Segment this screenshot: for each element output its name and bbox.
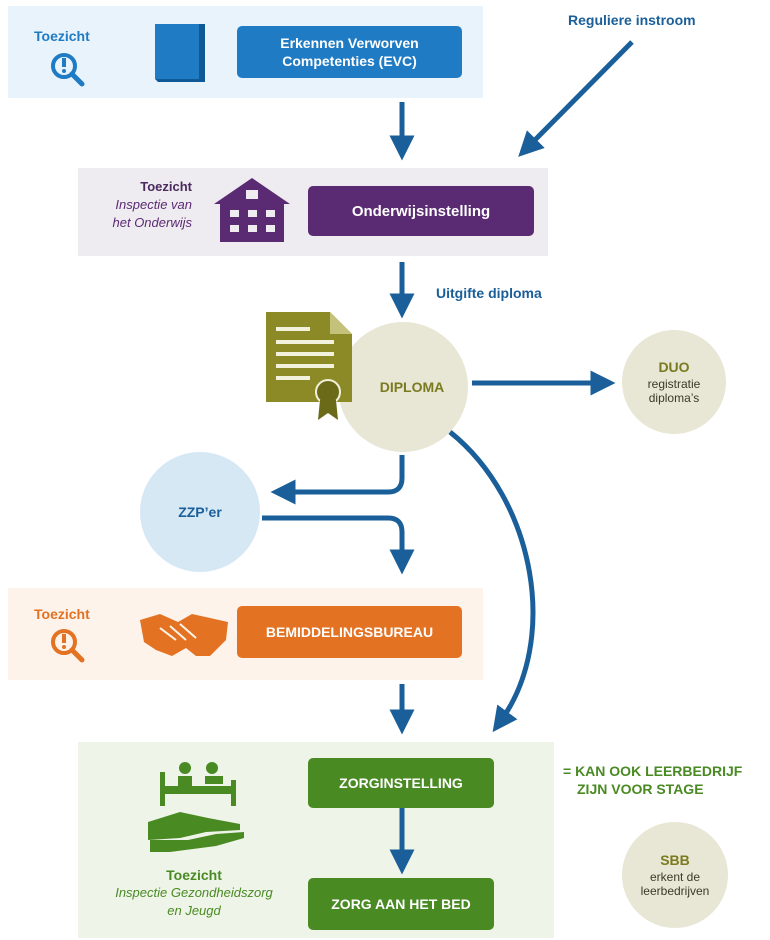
sbb-circle: SBB erkent de leerbedrijven bbox=[622, 822, 728, 928]
sbb-line1: erkent de bbox=[649, 870, 701, 884]
duo-line2: diploma’s bbox=[648, 391, 700, 405]
duo-title: DUO bbox=[658, 359, 690, 375]
evc-button[interactable]: Erkennen Verworven Competenties (EVC) bbox=[237, 26, 462, 78]
diploma-label: DIPLOMA bbox=[379, 379, 445, 395]
care-supervision-label: Toezicht bbox=[166, 867, 222, 883]
education-supervision-block: Toezicht Inspectie van het Onderwijs bbox=[86, 178, 192, 232]
mediation-supervision-label: Toezicht bbox=[34, 606, 90, 622]
arrow-diploma-to-bureau bbox=[262, 515, 415, 575]
training-note-line1: = KAN OOK LEERBEDRIJF bbox=[563, 763, 743, 779]
arrow-regular-intake bbox=[518, 40, 634, 157]
education-inspectorate-line1: Inspectie van bbox=[115, 197, 192, 212]
care-institution-button[interactable]: ZORGINSTELLING bbox=[308, 758, 494, 808]
zzp-circle[interactable]: ZZP’er bbox=[140, 452, 260, 572]
diploma-circle: DIPLOMA bbox=[338, 322, 468, 452]
sbb-title: SBB bbox=[660, 852, 690, 868]
bedside-care-button[interactable]: ZORG AAN HET BED bbox=[308, 878, 494, 930]
evc-button-line1: Erkennen Verworven bbox=[280, 35, 419, 51]
mediation-bureau-button[interactable]: BEMIDDELINGSBUREAU bbox=[237, 606, 462, 658]
regular-intake-label: Reguliere instroom bbox=[568, 12, 696, 28]
duo-line1: registratie bbox=[647, 377, 701, 391]
sbb-line2: leerbedrijven bbox=[640, 884, 710, 898]
care-inspectorate-line1: Inspectie Gezondheidszorg bbox=[115, 885, 273, 900]
education-institution-button[interactable]: Onderwijsinstelling bbox=[308, 186, 534, 236]
education-supervision-label: Toezicht bbox=[140, 179, 192, 194]
arrow-diploma-to-zzp bbox=[270, 455, 405, 505]
training-note-line2: ZIJN VOOR STAGE bbox=[577, 781, 704, 797]
care-inspectorate-line2: en Jeugd bbox=[167, 903, 221, 918]
training-note: = KAN OOK LEERBEDRIJF ZIJN VOOR STAGE bbox=[563, 762, 742, 798]
evc-supervision-label: Toezicht bbox=[34, 28, 90, 44]
evc-button-line2: Competenties (EVC) bbox=[282, 53, 417, 69]
education-inspectorate-line2: het Onderwijs bbox=[112, 215, 192, 230]
diploma-issue-label: Uitgifte diploma bbox=[436, 285, 542, 301]
care-supervision-block: Toezicht Inspectie Gezondheidszorg en Je… bbox=[94, 866, 294, 920]
duo-circle: DUO registratie diploma’s bbox=[622, 330, 726, 434]
zzp-label: ZZP’er bbox=[178, 504, 222, 520]
arrow-diploma-to-care bbox=[448, 430, 536, 733]
